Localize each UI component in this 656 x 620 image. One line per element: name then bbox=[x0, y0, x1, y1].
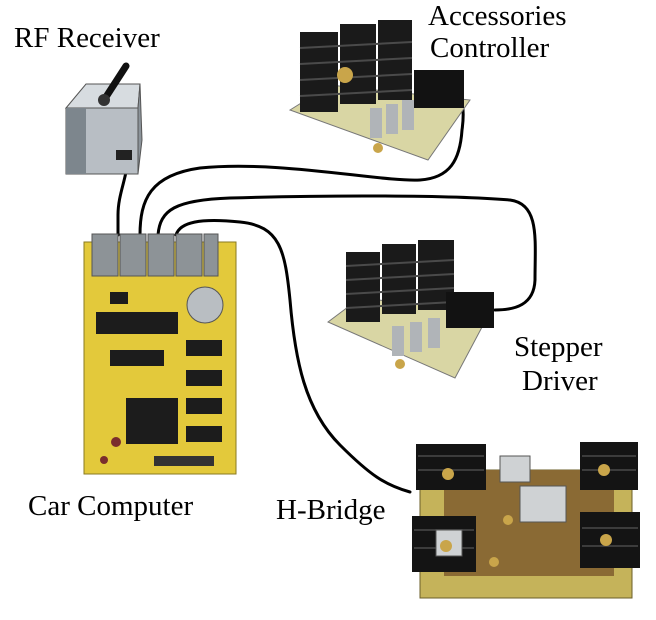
wire-computer-to-accessories bbox=[138, 78, 465, 237]
stepper-driver-label: Stepper Driver bbox=[514, 330, 603, 398]
h-bridge-label: H-Bridge bbox=[276, 494, 386, 526]
accessories-controller-image bbox=[288, 20, 471, 161]
wire-computer-to-hbridge bbox=[174, 219, 412, 494]
accessories-controller-label: Accessories Controller bbox=[428, 0, 567, 64]
accessories-controller-label-line1: Accessories bbox=[428, 0, 567, 32]
stepper-driver-image bbox=[327, 240, 494, 379]
h-bridge-image bbox=[412, 442, 640, 599]
rf-receiver-image bbox=[64, 62, 143, 175]
accessories-controller-label-line2: Controller bbox=[430, 32, 550, 64]
wires bbox=[116, 78, 537, 494]
stepper-driver-label-line2: Driver bbox=[522, 365, 598, 397]
rf-receiver-label: RF Receiver bbox=[14, 22, 160, 54]
stepper-driver-label-line1: Stepper bbox=[514, 331, 603, 363]
wire-computer-to-stepper bbox=[156, 194, 537, 312]
car-computer-label: Car Computer bbox=[28, 490, 194, 522]
car-computer-image bbox=[83, 233, 237, 475]
